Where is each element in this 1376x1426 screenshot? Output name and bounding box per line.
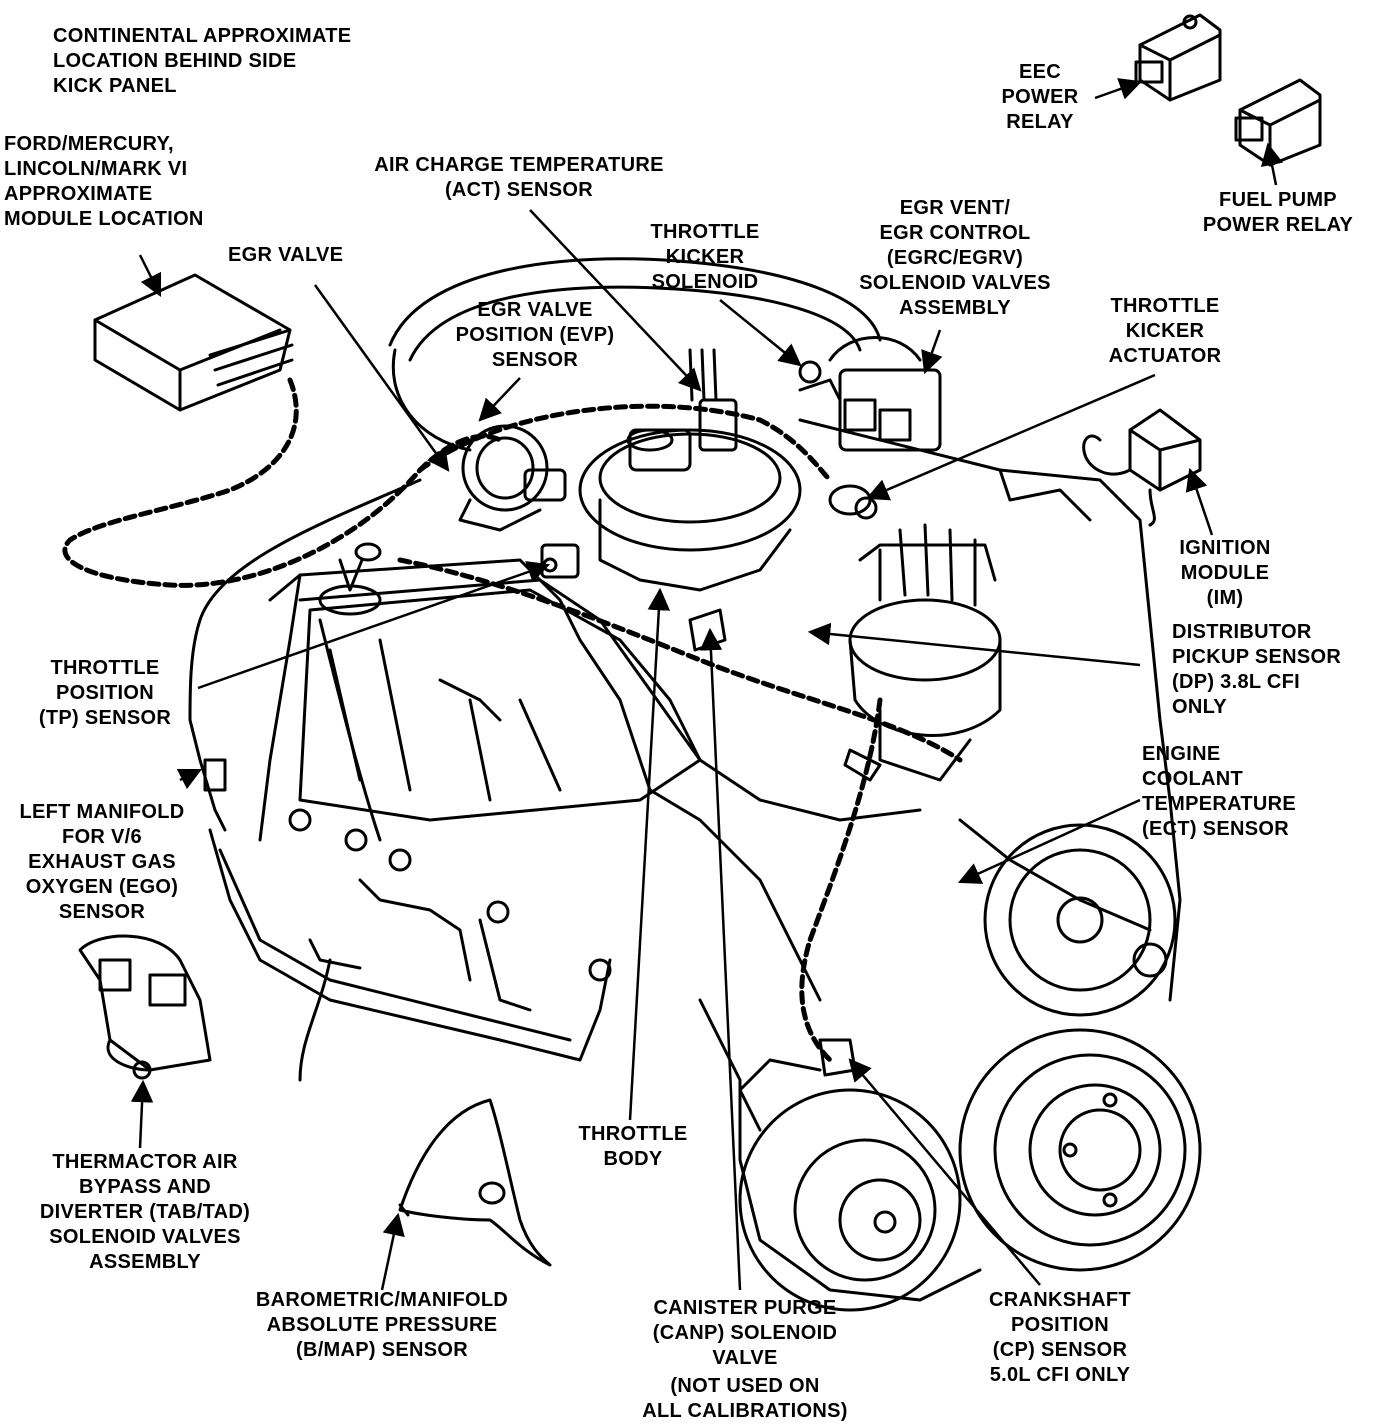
leader-canp <box>699 627 742 1291</box>
label-distributor-pickup: DISTRIBUTOR PICKUP SENSOR (DP) 3.8L CFI … <box>1172 621 1342 718</box>
leader-tp <box>197 561 551 690</box>
leader-act <box>529 209 702 392</box>
leader-ect <box>957 798 1141 884</box>
ect-sensor-part <box>843 748 882 782</box>
label-ford-mercury: FORD/MERCURY, LINCOLN/MARK VI APPROXIMAT… <box>4 133 204 230</box>
label-throttle-kicker-solenoid: THROTTLE KICKER SOLENOID <box>650 221 760 293</box>
leader-throttle-body <box>628 587 671 1121</box>
crankshaft-pulley <box>958 1028 1202 1272</box>
label-egr-valve: EGR VALVE <box>228 244 344 266</box>
leader-evp <box>478 377 521 422</box>
label-bmap-sensor: BAROMETRIC/MANIFOLD ABSOLUTE PRESSURE (B… <box>255 1289 509 1361</box>
label-canp-note: (NOT USED ON ALL CALIBRATIONS) <box>642 1375 848 1422</box>
label-evp-sensor: EGR VALVE POSITION (EVP) SENSOR <box>455 299 615 371</box>
leader-ford-mercury <box>138 254 162 298</box>
label-throttle-body: THROTTLE BODY <box>578 1123 688 1170</box>
throttle-kicker-actuator-part <box>828 484 878 520</box>
water-pump-pulley <box>983 823 1177 1017</box>
label-act-sensor: AIR CHARGE TEMPERATURE (ACT) SENSOR <box>374 154 664 201</box>
leader-fuel-pump-relay <box>1260 142 1284 186</box>
leader-kicker-solenoid <box>719 299 802 367</box>
thermactor-assembly-part <box>78 934 212 1080</box>
valve-cover <box>298 588 702 822</box>
label-ego-sensor: LEFT MANIFOLD FOR V/6 EXHAUST GAS OXYGEN… <box>19 801 185 923</box>
ego-sensor-wire <box>188 478 422 832</box>
breather-cap <box>318 542 382 616</box>
label-canp-valve: CANISTER PURGE (CANP) SOLENOID VALVE <box>652 1297 838 1369</box>
label-egr-vent-control: EGR VENT/ EGR CONTROL (EGRC/EGRV) SOLENO… <box>859 197 1051 319</box>
label-eec-power-relay: EEC POWER RELAY <box>1001 61 1079 133</box>
exhaust-manifold <box>208 808 612 1082</box>
egrc-egrv-assembly <box>798 336 942 452</box>
distributor <box>848 523 1002 782</box>
throttle-body-unit <box>578 348 802 592</box>
label-ect-sensor: ENGINE COOLANT TEMPERATURE (ECT) SENSOR <box>1142 743 1297 840</box>
eec-power-relay-part <box>1134 13 1222 102</box>
egr-valve <box>458 424 567 532</box>
tp-sensor-part <box>540 543 580 579</box>
leader-kicker-actuator <box>865 373 1156 501</box>
bmap-sensor-part <box>398 1098 552 1267</box>
leader-distributor-pickup <box>807 622 1141 667</box>
leader-egr-control <box>921 329 943 375</box>
leader-cp <box>848 1058 1041 1286</box>
label-throttle-kicker-actuator: THROTTLE KICKER ACTUATOR <box>1108 295 1222 367</box>
alternator <box>738 1058 962 1312</box>
label-fuel-pump-relay: FUEL PUMP POWER RELAY <box>1202 189 1354 236</box>
leader-ignition-module <box>1185 467 1214 536</box>
ignition-module-part <box>1082 408 1202 527</box>
label-continental: CONTINENTAL APPROXIMATE LOCATION BEHIND … <box>53 25 352 97</box>
label-ignition-module: IGNITION MODULE (IM) <box>1179 537 1271 609</box>
canp-valve-part <box>688 608 727 652</box>
label-thermactor: THERMACTOR AIR BYPASS AND DIVERTER (TAB/… <box>39 1151 251 1273</box>
wiring-harness <box>62 377 963 1063</box>
leader-thermactor <box>130 1079 154 1149</box>
leader-ego <box>176 768 203 790</box>
label-cp-sensor: CRANKSHAFT POSITION (CP) SENSOR 5.0L CFI… <box>989 1289 1131 1386</box>
fuel-pump-relay-part <box>1234 78 1322 167</box>
eca-module <box>93 273 294 412</box>
leader-bmap <box>380 1212 405 1291</box>
leader-egr-valve <box>313 284 450 472</box>
label-tp-sensor: THROTTLE POSITION (TP) SENSOR <box>38 657 172 729</box>
leader-eec-relay <box>1094 78 1143 100</box>
